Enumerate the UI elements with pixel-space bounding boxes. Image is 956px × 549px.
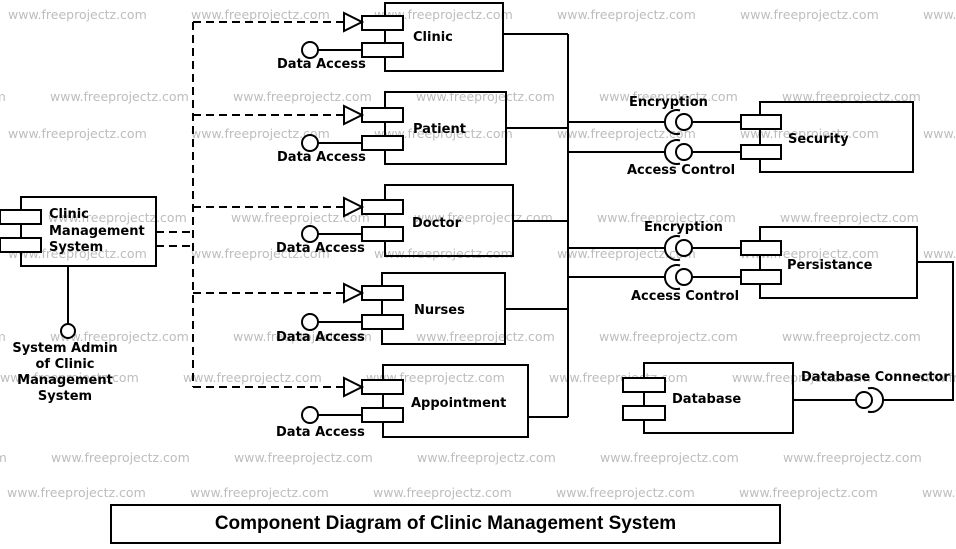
clinic-component-box [384, 2, 504, 72]
appointment-port-top [361, 379, 404, 395]
doctor-port-bottom [361, 226, 404, 242]
encryption-label-security: Encryption [629, 95, 708, 110]
component-ports [0, 15, 782, 423]
actor-label-line4: System [37, 389, 93, 404]
clinic-label: Clinic [413, 30, 453, 45]
security-component-box [759, 101, 914, 173]
arrowhead-nurses-icon [343, 282, 365, 304]
interface-sockets [663, 109, 885, 413]
dataaccess-ball-clinic-icon [301, 41, 319, 59]
encryption-persistance-ball-icon [675, 239, 693, 257]
security-port-bottom [740, 144, 782, 160]
diagram-title: Component Diagram of Clinic Management S… [214, 513, 677, 534]
cms-label-line2: Management [49, 223, 145, 239]
persistance-port-top [740, 240, 782, 256]
appointment-port-bottom [361, 407, 404, 423]
encryption-security-socket-icon [663, 109, 681, 135]
dataaccess-label-patient: Data Access [277, 150, 366, 165]
dataaccess-ball-patient-icon [301, 134, 319, 152]
clinic-management-system-label: Clinic Management System [49, 207, 145, 257]
nurses-port-top [361, 285, 404, 301]
database-port-bottom [622, 405, 666, 421]
line-persistance-to-dbconnector [884, 261, 954, 401]
databaseconnector-socket-icon [867, 387, 885, 413]
appointment-component-box [382, 364, 529, 438]
persistance-component-box [759, 226, 918, 299]
encryption-persistance-socket-icon [663, 235, 681, 261]
appointment-label: Appointment [411, 396, 507, 411]
patient-component-box [384, 91, 507, 165]
dataaccess-label-appointment: Data Access [276, 425, 365, 440]
dataaccess-label-nurses: Data Access [276, 330, 365, 345]
database-connector-label: Database Connector [801, 370, 950, 385]
actor-interface-ball-icon [60, 323, 76, 339]
clinic-port-bottom [361, 42, 404, 58]
patient-label: Patient [413, 122, 466, 137]
accesscontrol-label-security: Access Control [627, 163, 736, 178]
interface-balls [60, 41, 873, 424]
cms-label-line1: Clinic [49, 207, 89, 222]
component-boxes [20, 2, 918, 438]
solid-connector-lines [67, 33, 954, 418]
arrowhead-doctor-icon [343, 196, 365, 218]
clinic-management-system-box [20, 196, 157, 267]
cms-label-line3: System [49, 240, 104, 255]
dataaccess-label-doctor: Data Access [276, 241, 365, 256]
persistance-port-bottom [740, 269, 782, 285]
database-component-box [643, 362, 794, 434]
actor-label-line3: Management [17, 373, 113, 388]
arrowhead-appointment-icon [343, 376, 365, 398]
encryption-security-ball-icon [675, 113, 693, 131]
database-label: Database [672, 392, 742, 407]
accesscontrol-label-persistance: Access Control [631, 289, 740, 304]
accesscontrol-security-socket-icon [663, 139, 681, 165]
patient-port-bottom [361, 135, 404, 151]
doctor-component-box [384, 184, 514, 257]
dataaccess-ball-nurses-icon [301, 313, 319, 331]
actor-label-line1: System Admin [12, 341, 118, 356]
encryption-label-persistance: Encryption [644, 220, 723, 235]
patient-port-top [361, 107, 404, 123]
doctor-label: Doctor [412, 216, 461, 231]
nurses-label: Nurses [414, 303, 465, 318]
dependency-arrowheads [343, 11, 365, 398]
system-admin-label: System Admin of Clinic Management System [4, 341, 126, 405]
security-label: Security [788, 132, 849, 147]
dataaccess-label-clinic: Data Access [277, 57, 366, 72]
dataaccess-ball-doctor-icon [301, 225, 319, 243]
persistance-label: Persistance [787, 258, 873, 273]
security-port-top [740, 114, 782, 130]
doctor-port-top [361, 199, 404, 215]
nurses-component-box [381, 272, 506, 345]
accesscontrol-security-ball-icon [675, 143, 693, 161]
accesscontrol-persistance-ball-icon [675, 268, 693, 286]
arrowhead-clinic-icon [343, 11, 365, 33]
cms-port-bottom [0, 237, 42, 253]
databaseconnector-ball-icon [855, 391, 873, 409]
clinic-port-top [361, 15, 404, 31]
accesscontrol-persistance-socket-icon [663, 264, 681, 290]
arrowhead-patient-icon [343, 104, 365, 126]
cms-port-top [0, 209, 42, 225]
nurses-port-bottom [361, 314, 404, 330]
database-port-top [622, 377, 666, 393]
actor-label-line2: of Clinic [35, 357, 95, 372]
dashed-dependency-lines [156, 21, 344, 388]
diagram-title-box: Component Diagram of Clinic Management S… [110, 504, 781, 544]
dataaccess-ball-appointment-icon [301, 406, 319, 424]
